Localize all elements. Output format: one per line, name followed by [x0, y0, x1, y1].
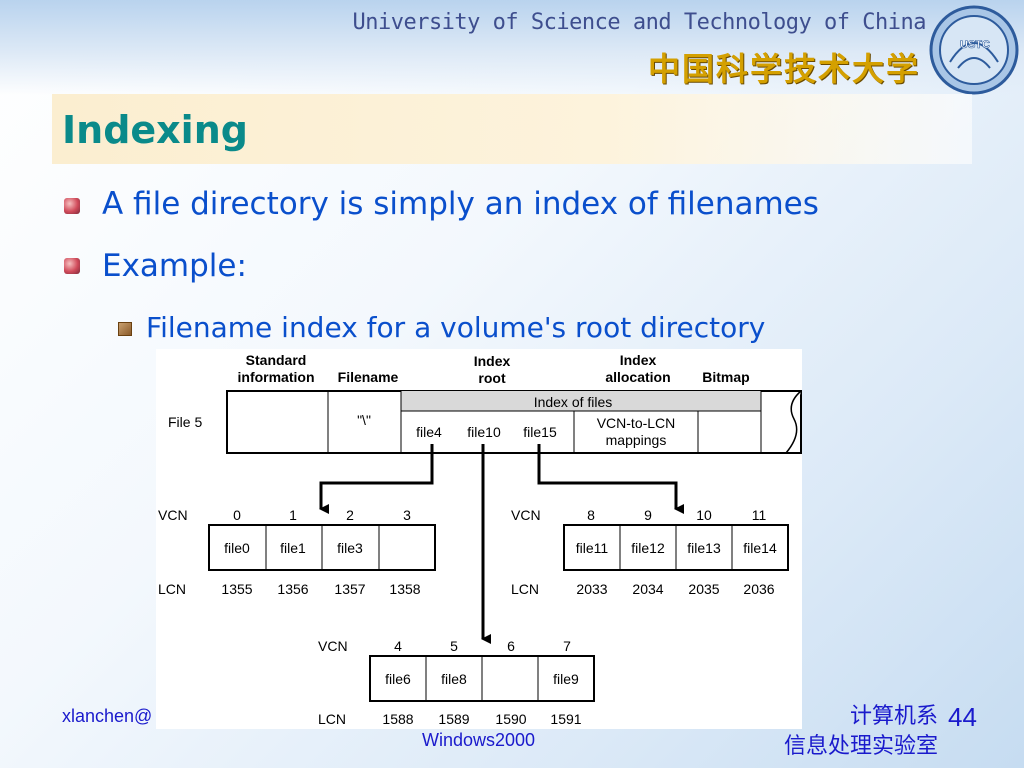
label-allocation: allocation: [605, 369, 670, 385]
label-index: Index: [474, 353, 511, 369]
bullet-example: Example:: [102, 248, 247, 284]
vcn-label-b: VCN: [511, 507, 541, 523]
root-file15: file15: [523, 424, 557, 440]
lcn-c-0: 1588: [382, 711, 413, 727]
square-bullet-icon: [118, 322, 132, 336]
lcn-a-2: 1357: [334, 581, 365, 597]
vcn-lcn-label-2: mappings: [606, 432, 667, 448]
vcn-a-3: 3: [403, 507, 411, 523]
lcn-b-1: 2034: [632, 581, 663, 597]
lcn-c-2: 1590: [495, 711, 526, 727]
run-b-file12: file12: [631, 540, 665, 556]
index-of-files-label: Index of files: [534, 394, 613, 410]
index-of-files-bar: [401, 391, 761, 411]
label-bitmap: Bitmap: [702, 369, 749, 385]
filename-value: "\": [357, 412, 371, 428]
run-a-file1: file1: [280, 540, 306, 556]
root-file4: file4: [416, 424, 442, 440]
lcn-a-0: 1355: [221, 581, 252, 597]
header-background: [0, 0, 1024, 95]
lcn-a-3: 1358: [389, 581, 420, 597]
vcn-a-2: 2: [346, 507, 354, 523]
slide-title: Indexing: [62, 108, 248, 152]
label-standard: Standard: [246, 352, 307, 368]
vcn-b-0: 8: [587, 507, 595, 523]
lcn-label-b: LCN: [511, 581, 539, 597]
run-a-file3: file3: [337, 540, 363, 556]
run-c-file9: file9: [553, 671, 579, 687]
run-c-file6: file6: [385, 671, 411, 687]
footer-department: 计算机系: [849, 704, 938, 729]
label-information: information: [238, 369, 315, 385]
university-name-chinese: 中国科学技术大学: [647, 50, 920, 88]
footer-author: xlanchen@: [62, 706, 153, 726]
lcn-c-3: 1591: [550, 711, 581, 727]
vcn-label-a: VCN: [158, 507, 188, 523]
label-index-2: Index: [620, 352, 657, 368]
lcn-label-a: LCN: [158, 581, 186, 597]
ntfs-index-diagram: Standard information Filename Index root…: [156, 349, 802, 729]
vcn-a-1: 1: [289, 507, 297, 523]
index-diagram-svg: Standard information Filename Index root…: [158, 352, 802, 727]
lcn-label-c: LCN: [318, 711, 346, 727]
label-filename: Filename: [338, 369, 399, 385]
university-name-english: University of Science and Technology of …: [352, 10, 926, 35]
vcn-b-3: 11: [752, 507, 767, 523]
sub-bullet-filename-index: Filename index for a volume's root direc…: [146, 311, 766, 344]
run-b-file13: file13: [687, 540, 721, 556]
bullet-directory-index: A file directory is simply an index of f…: [102, 186, 819, 222]
lcn-b-0: 2033: [576, 581, 607, 597]
run-b-file11: file11: [576, 540, 609, 556]
vcn-b-2: 10: [696, 507, 712, 523]
university-logo: USTC: [929, 5, 1019, 95]
vcn-c-3: 7: [563, 638, 571, 654]
footer-lab: 信息处理实验室: [783, 734, 938, 759]
run-c-file8: file8: [441, 671, 467, 687]
run-a-file0: file0: [224, 540, 250, 556]
vcn-c-1: 5: [450, 638, 458, 654]
lcn-a-1: 1356: [277, 581, 308, 597]
page-number: 44: [948, 702, 977, 732]
lcn-c-1: 1589: [438, 711, 469, 727]
run-b-file14: file14: [743, 540, 777, 556]
lcn-b-3: 2036: [743, 581, 774, 597]
vcn-lcn-label-1: VCN-to-LCN: [597, 415, 676, 431]
arrow-file4: [319, 444, 434, 514]
vcn-c-0: 4: [394, 638, 402, 654]
root-file10: file10: [467, 424, 501, 440]
vcn-c-2: 6: [507, 638, 515, 654]
flower-bullet-icon: [64, 258, 80, 274]
title-band: [52, 94, 972, 164]
vcn-a-0: 0: [233, 507, 241, 523]
footer-course: Windows2000: [422, 730, 536, 750]
vcn-label-c: VCN: [318, 638, 348, 654]
label-root: root: [478, 370, 506, 386]
label-file5: File 5: [168, 414, 202, 430]
vcn-b-1: 9: [644, 507, 652, 523]
flower-bullet-icon: [64, 198, 80, 214]
arrow-file15: [537, 444, 684, 514]
logo-text: USTC: [960, 39, 990, 51]
lcn-b-2: 2035: [688, 581, 719, 597]
